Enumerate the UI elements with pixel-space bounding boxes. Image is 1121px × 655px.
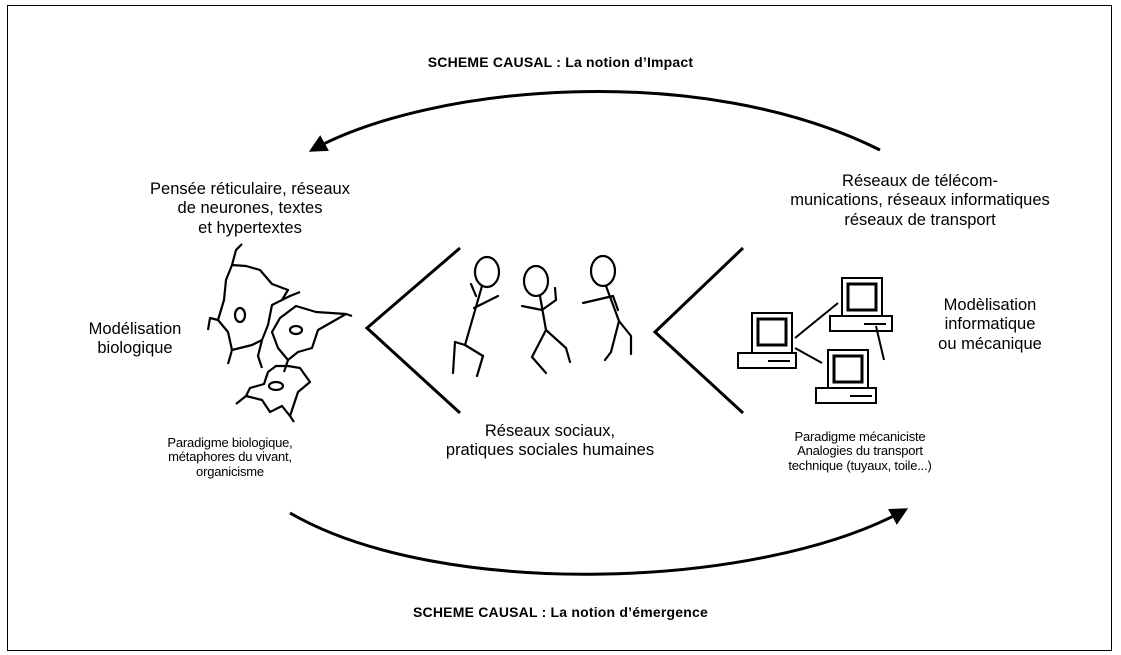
networked-computers-illustration	[737, 277, 893, 404]
right-heading-line: Réseaux de télécom-	[842, 172, 998, 190]
right-paradigme: Paradigme mécaniciste Analogies du trans…	[770, 429, 950, 473]
left-paradigme: Paradigme biologique, métaphores du viva…	[145, 435, 315, 479]
center-caption-line: Réseaux sociaux,	[484, 422, 616, 440]
left-heading-line: et hypertextes	[198, 218, 302, 237]
right-heading-line: réseaux de transport	[844, 210, 996, 229]
right-paradigme-line: technique (tuyaux, toile...)	[788, 457, 932, 473]
center-caption: Réseaux sociaux, pratiques sociales huma…	[430, 422, 670, 461]
right-modelisation-line: Modèlisation	[943, 296, 1037, 314]
left-modelisation-line: biologique	[97, 339, 173, 358]
left-heading-line: de neurones, textes	[177, 199, 323, 218]
right-modelisation: Modèlisation informatique ou mécanique	[920, 296, 1060, 354]
right-modelisation-line: informatique	[944, 315, 1036, 334]
center-caption-line: pratiques sociales humaines	[445, 441, 655, 460]
right-modelisation-line: ou mécanique	[938, 334, 1042, 353]
left-paradigme-line: Paradigme biologique,	[167, 435, 293, 450]
left-paradigme-line: organicisme	[196, 463, 264, 479]
neuron-cells-illustration	[206, 243, 353, 423]
left-modelisation-line: Modélisation	[88, 320, 182, 338]
right-paradigme-line: Paradigme mécaniciste	[794, 429, 926, 444]
bottom-title: SCHEME CAUSAL : La notion d’émergence	[413, 604, 708, 620]
left-heading: Pensée réticulaire, réseaux de neurones,…	[120, 180, 380, 238]
right-chevron	[652, 246, 745, 415]
right-heading: Réseaux de télécom- munications, réseaux…	[770, 172, 1070, 230]
impact-arrow	[308, 90, 881, 152]
right-heading-line: munications, réseaux informatiques	[790, 191, 1050, 210]
left-paradigme-line: métaphores du vivant,	[168, 449, 292, 465]
top-title: SCHEME CAUSAL : La notion d’Impact	[427, 54, 694, 70]
left-modelisation: Modélisation biologique	[75, 320, 195, 359]
emergence-arrow	[289, 508, 909, 576]
right-paradigme-line: Analogies du transport	[797, 443, 923, 459]
diagram-frame	[7, 5, 1112, 651]
left-chevron	[364, 246, 462, 415]
left-heading-line: Pensée réticulaire, réseaux	[150, 180, 350, 198]
stick-figures-illustration	[451, 254, 633, 378]
